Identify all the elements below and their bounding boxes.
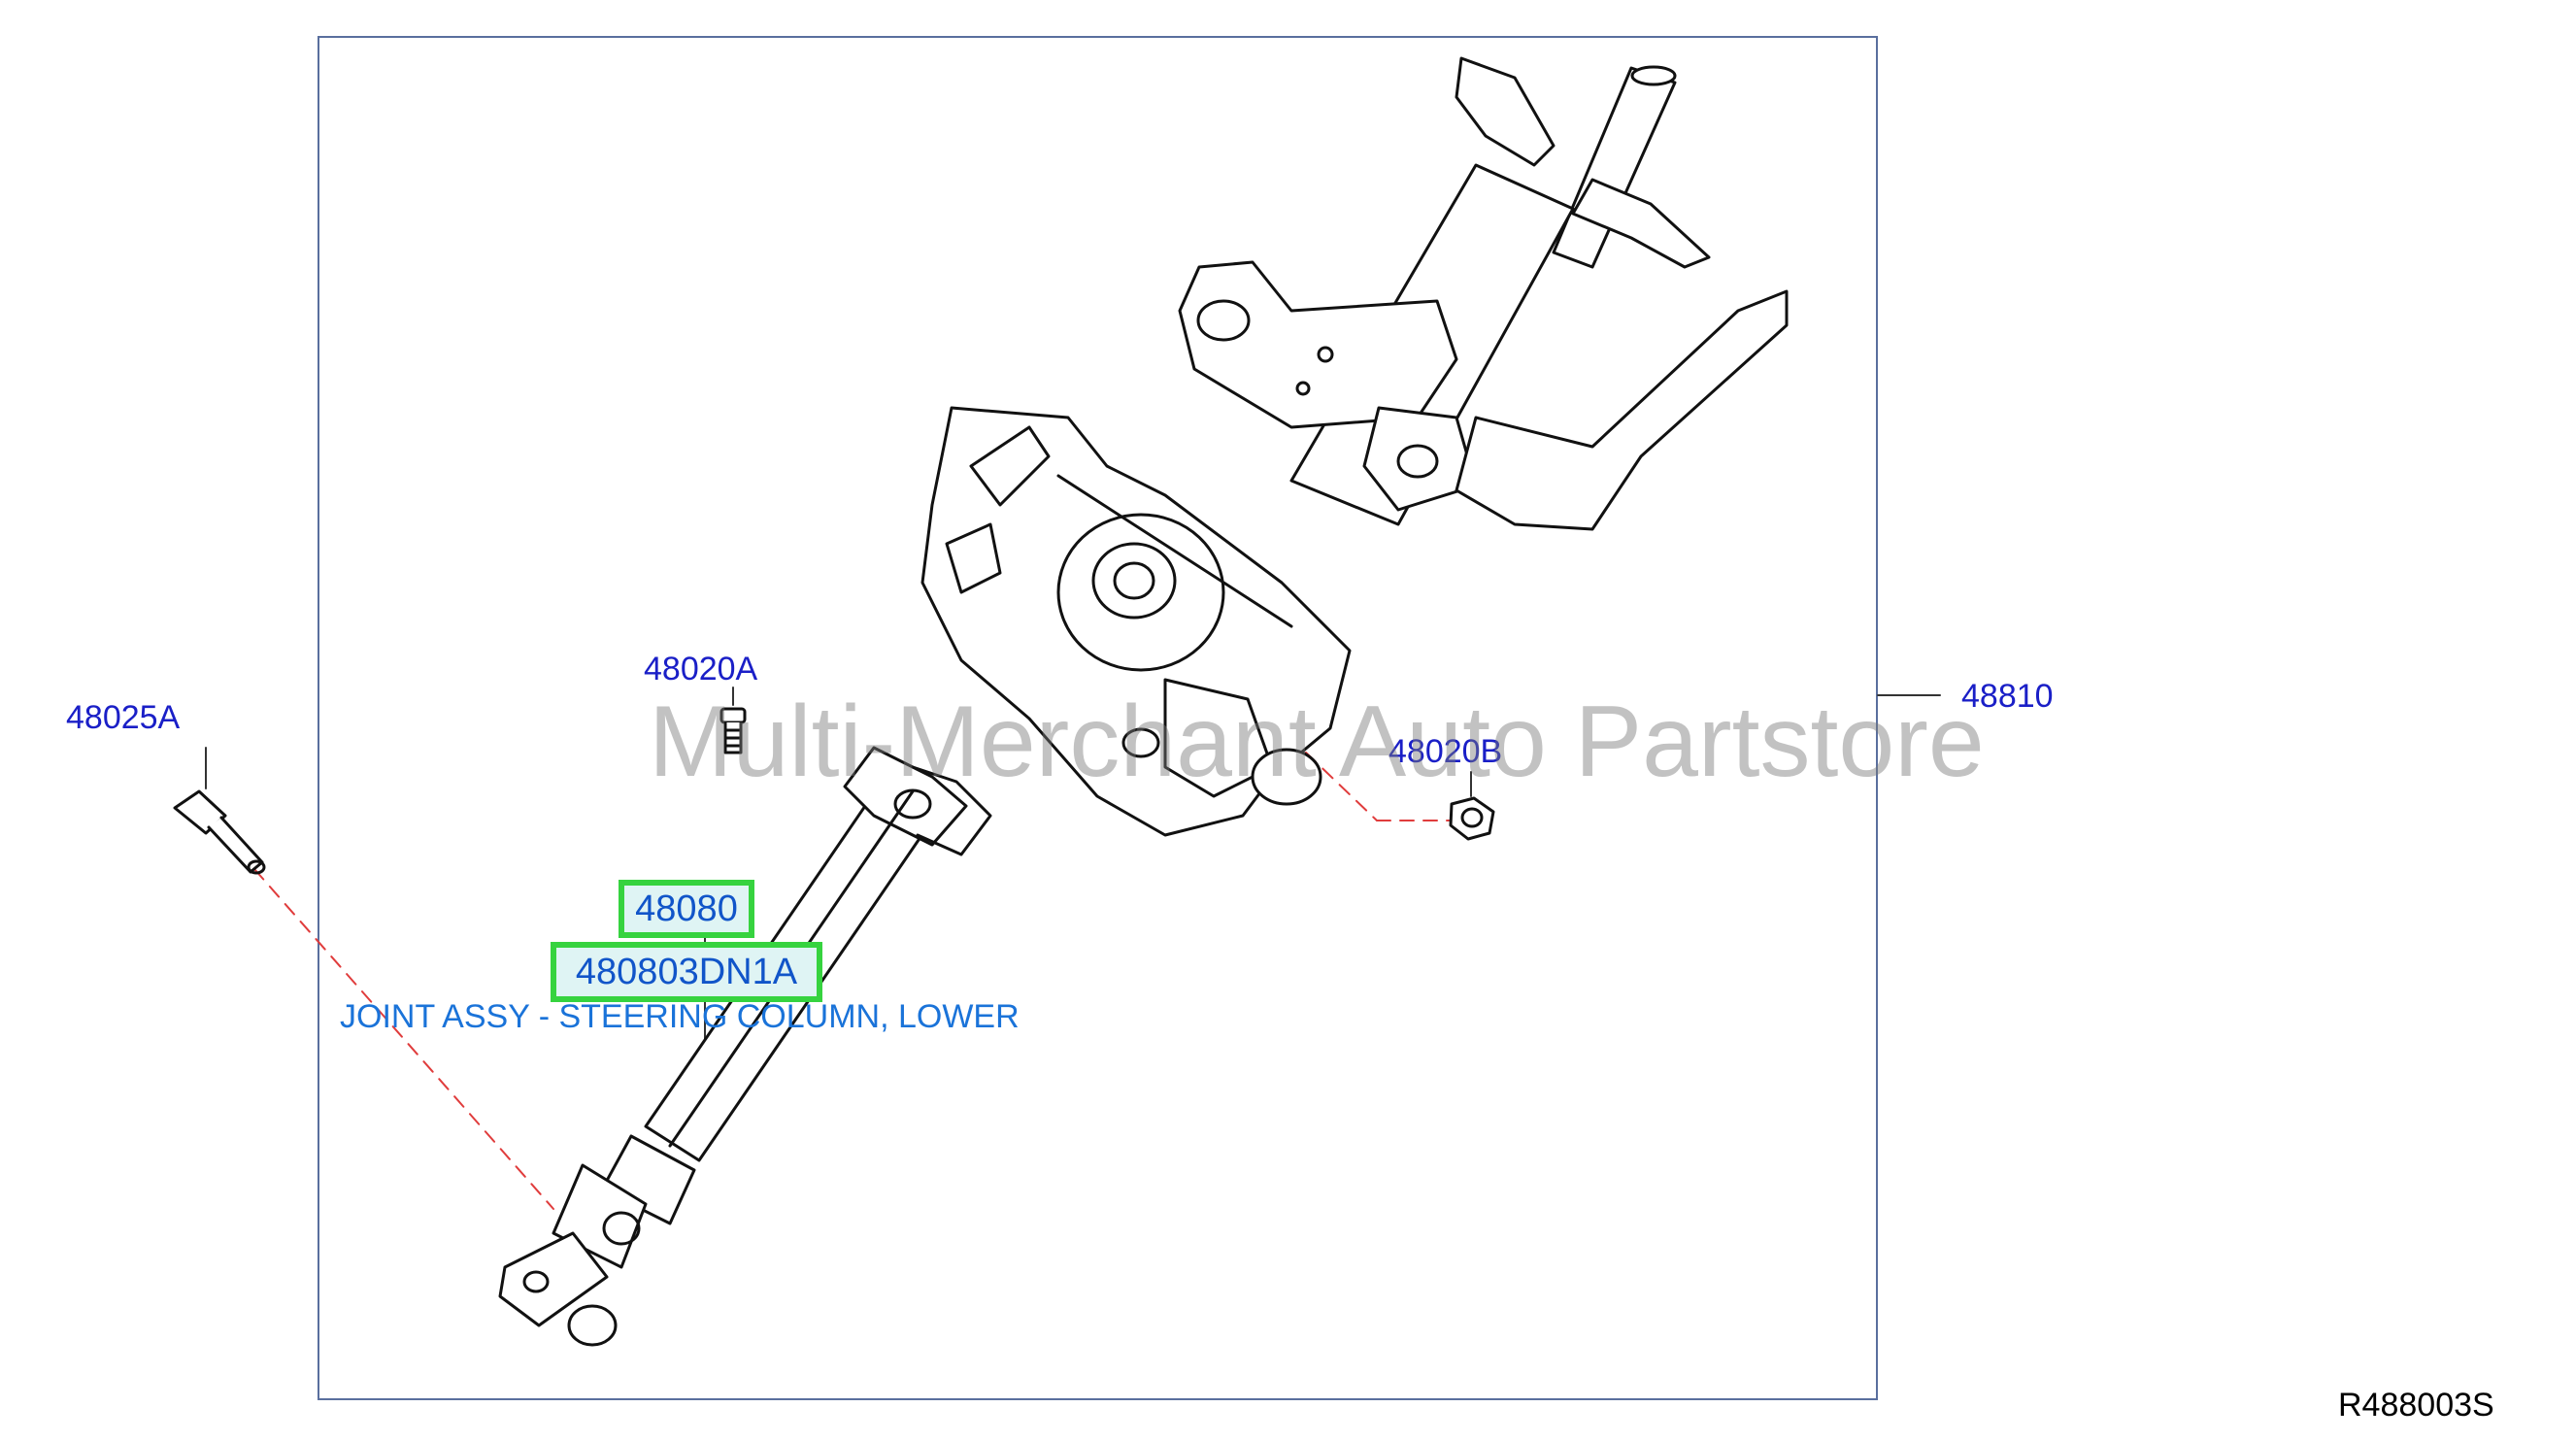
highlighted-part-number[interactable]: 480803DN1A [551,942,822,1002]
bolt-48020A-drawing [719,707,747,754]
callout-48025A[interactable]: 48025A [66,699,181,736]
callout-48020A[interactable]: 48020A [644,651,758,687]
callout-48020B[interactable]: 48020B [1388,733,1503,770]
nut-48020B-drawing [1449,796,1495,841]
bolt-48025A-drawing [173,789,266,875]
lower-joint-drawing [498,746,992,1347]
steering-column-drawing-upper [920,56,1789,837]
callout-48810[interactable]: 48810 [1961,678,2054,715]
dashed-leader-48025A [253,868,554,1210]
diagram-reference-code: R488003S [2338,1387,2494,1424]
part-description: JOINT ASSY - STEERING COLUMN, LOWER [340,998,1020,1035]
dashed-leader-48020B [1305,752,1378,821]
diagram-frame [318,36,1878,1400]
highlighted-part-group[interactable]: 48080 [619,880,754,938]
